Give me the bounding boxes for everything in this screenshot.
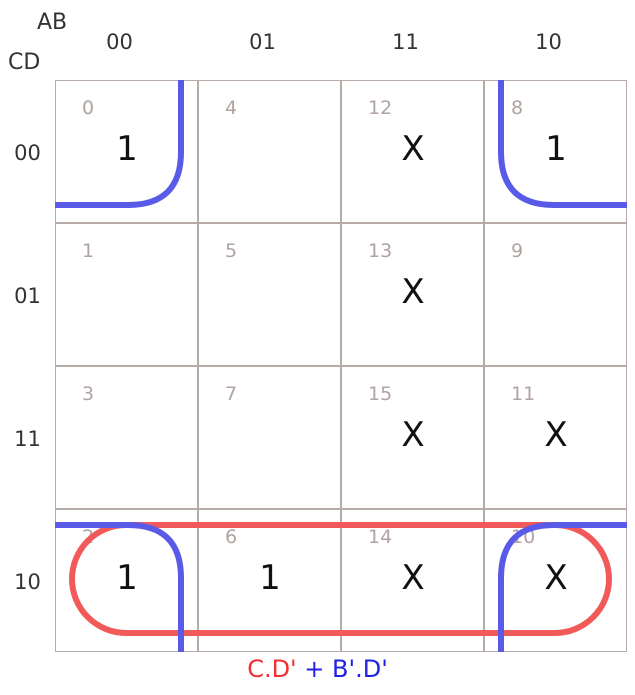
row-label-11: 11	[14, 427, 41, 451]
cell-value: 1	[545, 129, 567, 169]
cell-value: X	[401, 558, 425, 598]
minterm-index: 3	[82, 383, 95, 405]
minterm-index: 2	[82, 526, 95, 548]
col-label-00: 00	[106, 30, 133, 54]
expression-term-1: C.D'	[247, 655, 297, 683]
cell-value: X	[401, 272, 425, 312]
cell-value: X	[544, 415, 568, 455]
expression-term-2: B'.D'	[332, 655, 388, 683]
kmap-cell: 5	[198, 223, 341, 366]
minterm-index: 7	[225, 383, 238, 405]
col-label-10: 10	[535, 30, 562, 54]
minterm-index: 10	[511, 526, 536, 548]
row-label-10: 10	[14, 570, 41, 594]
cd-header: CD	[8, 50, 41, 75]
kmap-cell: 3	[55, 366, 198, 509]
minterm-index: 13	[368, 240, 393, 262]
minterm-index: 12	[368, 97, 393, 119]
cell-value: X	[544, 558, 568, 598]
kmap-cell: 1	[55, 223, 198, 366]
minterm-index: 8	[511, 97, 524, 119]
simplified-expression: C.D' + B'.D'	[0, 655, 635, 683]
row-label-00: 00	[14, 141, 41, 165]
minterm-index: 1	[82, 240, 95, 262]
minterm-index: 14	[368, 526, 393, 548]
minterm-index: 4	[225, 97, 238, 119]
minterm-index: 11	[511, 383, 536, 405]
kmap-cell: 4	[198, 80, 341, 223]
cell-value: 1	[116, 129, 138, 169]
cell-value: 1	[116, 558, 138, 598]
col-label-11: 11	[392, 30, 419, 54]
minterm-index: 5	[225, 240, 238, 262]
col-label-01: 01	[249, 30, 276, 54]
minterm-index: 15	[368, 383, 393, 405]
ab-header: AB	[37, 10, 68, 35]
kmap-cell: 9	[484, 223, 627, 366]
row-label-01: 01	[14, 284, 41, 308]
minterm-index: 6	[225, 526, 238, 548]
minterm-index: 0	[82, 97, 95, 119]
cell-value: X	[401, 415, 425, 455]
minterm-index: 9	[511, 240, 524, 262]
kmap-cell: 7	[198, 366, 341, 509]
expression-plus: +	[296, 655, 333, 683]
cell-value: X	[401, 129, 425, 169]
cell-value: 1	[259, 558, 281, 598]
